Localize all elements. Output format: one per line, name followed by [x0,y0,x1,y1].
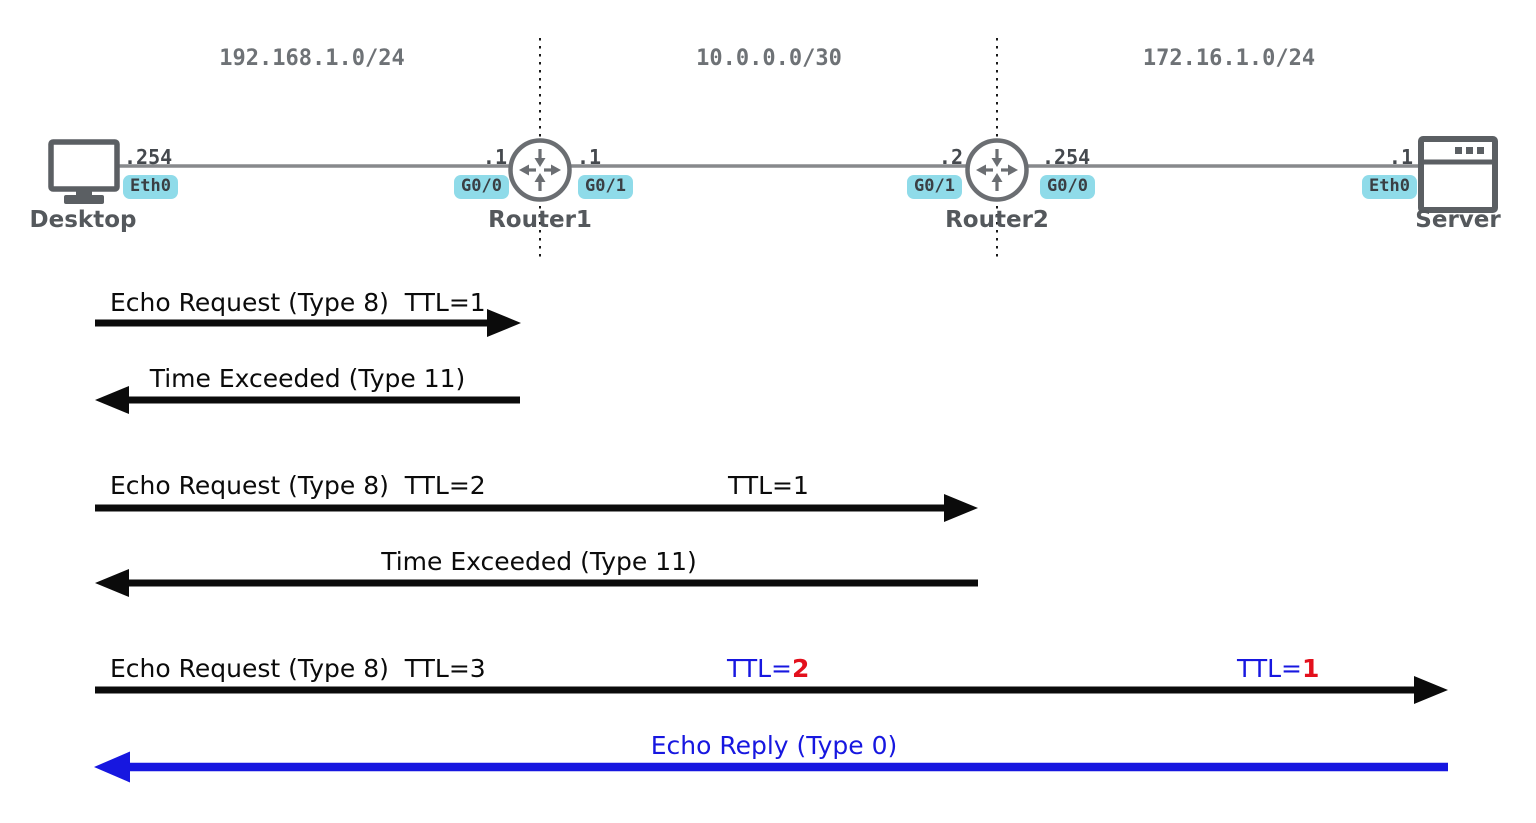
message-label-echo-reply: Echo Reply (Type 0) [650,731,898,760]
desktop-iface-badge: Eth0 [123,175,178,199]
server-icon [1418,136,1498,213]
ttl-value: 1 [1301,654,1320,683]
device-label-server: Server [1415,207,1501,233]
server-iface-badge: Eth0 [1362,175,1417,199]
echo-request-1-arrow [95,309,521,337]
subnet-label-1: 192.168.1.0/24 [219,46,405,71]
ttl-value: 2 [791,654,810,683]
ttl-prefix: TTL= [727,654,792,683]
server-ip-label: .1 [1388,145,1413,169]
router2-left-ip-label: .2 [938,145,963,169]
message-label-echo-request-2: Echo Request (Type 8) TTL=2 [110,471,486,500]
message-label-time-exceeded-1: Time Exceeded (Type 11) [149,364,466,393]
echo-request-2-arrow [95,494,978,522]
router1-left-iface-badge: G0/0 [454,175,509,199]
echo-request-3-arrow [95,676,1448,704]
router1-right-iface-badge: G0/1 [578,175,633,199]
router2-icon [965,138,1029,202]
router2-right-iface-badge: G0/0 [1040,175,1095,199]
ttl-prefix: TTL= [1237,654,1302,683]
echo-reply-arrow [94,751,1448,783]
time-exceeded-1-arrow [95,386,520,414]
ttl-remaining-hop2-label: TTL=1 [1237,654,1319,683]
router1-left-ip-label: .1 [482,145,507,169]
device-label-router1: Router1 [488,207,592,233]
router2-left-iface-badge: G0/1 [907,175,962,199]
router1-icon [508,138,572,202]
message-label-time-exceeded-2: Time Exceeded (Type 11) [381,547,697,576]
message-label-echo-request-3: Echo Request (Type 8) TTL=3 [110,654,486,683]
subnet-label-3: 172.16.1.0/24 [1142,46,1316,71]
router1-right-ip-label: .1 [577,145,602,169]
message-label-echo-request-1: Echo Request (Type 8) TTL=1 [110,288,486,317]
router2-right-ip-label: .254 [1042,145,1091,169]
ttl-remaining-hop1-label: TTL=2 [727,654,809,683]
device-label-router2: Router2 [945,207,1049,233]
time-exceeded-2-arrow [95,569,978,597]
subnet-label-2: 10.0.0.0/30 [696,46,842,71]
desktop-ip-label: .254 [124,145,173,169]
ttl-at-hop-label: TTL=1 [728,471,809,500]
desktop-icon [48,139,120,204]
device-label-desktop: Desktop [29,207,137,233]
